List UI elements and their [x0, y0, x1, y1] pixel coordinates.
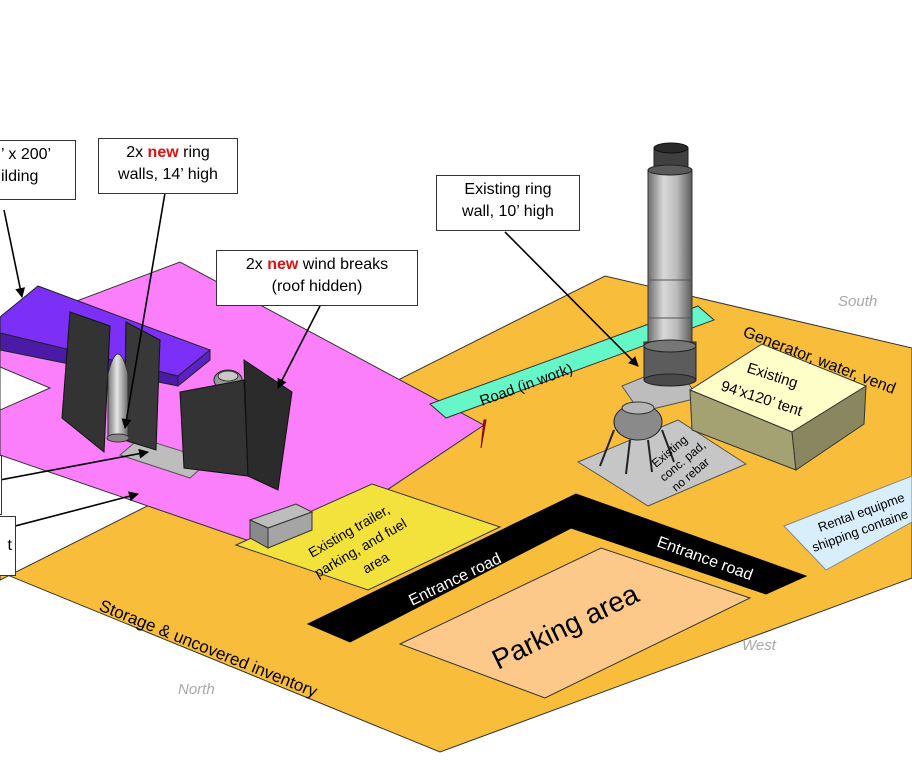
- road-in-work: [429, 305, 715, 419]
- callout-existing-ring-line2: wall, 10’ high: [462, 202, 554, 220]
- callout-wind-breaks-line2: (roof hidden): [271, 277, 363, 295]
- trailer-area: [234, 483, 502, 591]
- callout-ring-walls: 2x new ring walls, 14’ high: [98, 138, 238, 194]
- callout-building-line2: ilding: [1, 167, 39, 185]
- callout-existing-ring-line1: Existing ring: [464, 181, 552, 198]
- white-cutout: [0, 366, 52, 411]
- entrance-road: [306, 493, 808, 643]
- lander: [599, 401, 675, 475]
- wind-breaks-prefix: 2x: [245, 256, 268, 273]
- callout-building-line1: ’ x 200’: [1, 146, 52, 163]
- rental-container: [783, 475, 912, 571]
- fuel-box: [248, 503, 314, 549]
- callout-building: ’ x 200’ ilding: [0, 140, 76, 200]
- tower: [643, 142, 697, 387]
- callout-ring-walls-line2: walls, 14’ high: [118, 165, 218, 183]
- label-south: South: [838, 293, 877, 310]
- callout-left-bottom: t: [0, 516, 16, 576]
- wind-breaks-suffix: wind breaks: [298, 256, 389, 273]
- callout-existing-ring: Existing ring wall, 10’ high: [436, 175, 580, 231]
- callout-ring-walls-line1: 2x new ring: [105, 142, 231, 164]
- label-west: West: [742, 637, 777, 654]
- ring-walls: [61, 311, 161, 454]
- marker-flag: [480, 419, 487, 449]
- tent-side: [791, 385, 867, 471]
- ring-walls-suffix: ring: [178, 144, 210, 161]
- ring-walls-new: new: [147, 144, 179, 161]
- callout-wind-breaks-line1: 2x new wind breaks: [223, 254, 411, 276]
- purple-building-end: [177, 348, 211, 388]
- callout-left-bottom-text: t: [7, 537, 12, 554]
- label-north: North: [178, 681, 215, 698]
- wind-breaks-new: new: [267, 256, 299, 273]
- leader-arrows: [0, 192, 639, 531]
- wind-breaks: [179, 359, 293, 491]
- ring-walls-prefix: 2x: [126, 144, 148, 161]
- parking-area: [398, 547, 752, 699]
- callout-wind-breaks: 2x new wind breaks (roof hidden): [216, 250, 418, 306]
- callout-left-top: [0, 455, 2, 515]
